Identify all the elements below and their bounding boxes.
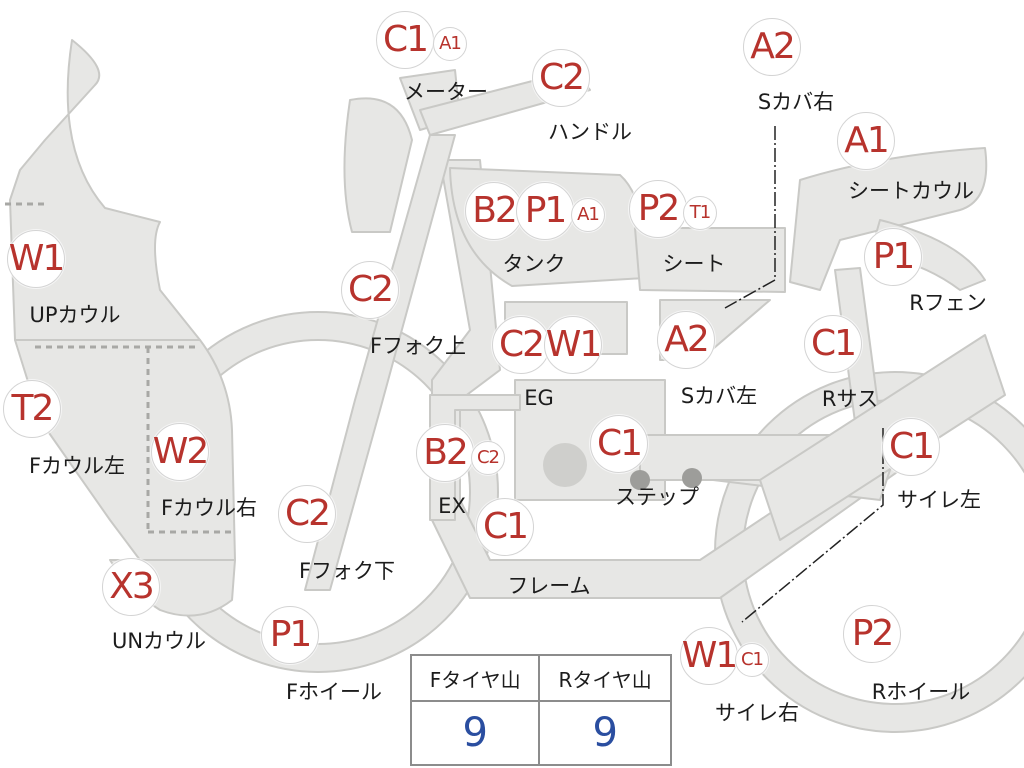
tank-badge: A1 (571, 198, 605, 232)
f-cowl-left-badge: T2 (3, 380, 61, 438)
tire-tread-table: Fタイヤ山 Rタイヤ山 9 9 (409, 654, 672, 766)
f-wheel-label: Fホイール (285, 680, 383, 704)
muffler-right-badge: W1 (680, 627, 738, 685)
f-cowl-right-badge: W2 (151, 423, 209, 481)
engine-badge: C2 (492, 316, 550, 374)
f-cowl-right-label: Fカウル右 (160, 496, 258, 520)
engine-label: EG (524, 386, 554, 410)
meter-badge: A1 (433, 27, 467, 61)
seat-cowl-badge: A1 (837, 112, 895, 170)
f-fork-upper-badge: C2 (341, 261, 399, 319)
exhaust-badge: B2 (416, 424, 474, 482)
exhaust-badge: C2 (471, 441, 505, 475)
tank-badge: B2 (465, 182, 523, 240)
r-wheel-label: Rホイール (871, 680, 971, 704)
frame-label: フレーム (507, 574, 591, 598)
engine-badge: W1 (544, 316, 602, 374)
exhaust-label: EX (438, 494, 466, 518)
f-fork-lower-badge: C2 (278, 485, 336, 543)
tire-table-value-row: 9 9 (409, 700, 672, 766)
seat-label: シート (662, 252, 726, 276)
handle-label: ハンドル (548, 120, 632, 144)
seat-cowl-label: シートカウル (848, 179, 974, 203)
engine-details (543, 443, 702, 490)
seat-badge: T1 (683, 196, 717, 230)
up-cowl-badge: W1 (7, 230, 65, 288)
un-cowl-label: UNカウル (111, 629, 207, 653)
step-label: ステップ (615, 485, 699, 509)
muffler-left-label: サイレ左 (897, 488, 981, 512)
r-suspension-badge: C1 (804, 315, 862, 373)
s-cover-left-label: Sカバ左 (680, 384, 758, 408)
muffler-left-badge: C1 (882, 418, 940, 476)
up-cowl-label: UPカウル (29, 303, 121, 327)
un-cowl-badge: X3 (102, 558, 160, 616)
r-wheel-badge: P2 (843, 605, 901, 663)
meter-label: メーター (404, 80, 488, 104)
f-fork-lower-label: Fフォク下 (298, 559, 396, 583)
r-fender-label: Rフェン (909, 291, 987, 315)
seat-shape (634, 227, 786, 293)
cowl-dividers (5, 202, 232, 534)
r-fender-badge: P1 (864, 228, 922, 286)
upper-cowl-shape (9, 39, 201, 341)
tire-table-header-row: Fタイヤ山 Rタイヤ山 (409, 654, 672, 702)
headlight-shape (343, 97, 413, 233)
tank-label: タンク (502, 252, 566, 276)
muffler-right-label: サイレ右 (715, 701, 799, 725)
f-cowl-left-label: Fカウル左 (28, 454, 126, 478)
f-wheel-badge: P1 (261, 606, 319, 664)
s-cover-right-badge: A2 (743, 18, 801, 76)
front-tire-header: Fタイヤ山 (409, 654, 541, 702)
rear-tire-header: Rタイヤ山 (538, 654, 672, 702)
s-cover-left-badge: A2 (657, 311, 715, 369)
rear-tire-value: 9 (538, 700, 672, 766)
seat-badge: P2 (629, 180, 687, 238)
seat-cowl-shape (789, 147, 988, 291)
muffler-right-badge: C1 (735, 643, 769, 677)
f-fork-upper-label: Fフォク上 (369, 334, 467, 358)
handle-badge: C2 (532, 49, 590, 107)
frame-badge: C1 (476, 498, 534, 556)
r-suspension-label: Rサス (821, 387, 879, 411)
step-badge: C1 (590, 415, 648, 473)
front-tire-value: 9 (409, 700, 541, 766)
fork-shape (304, 134, 456, 591)
tank-badge: P1 (516, 182, 574, 240)
s-cover-right-label: Sカバ右 (757, 90, 835, 114)
meter-badge: C1 (376, 11, 434, 69)
